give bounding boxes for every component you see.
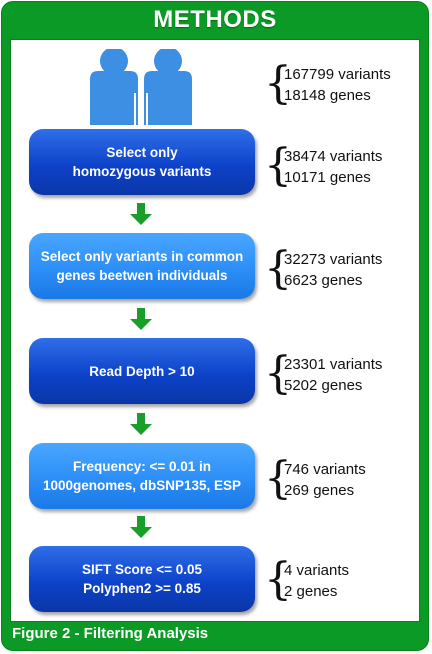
variant-count: 32273 variants [284,251,383,268]
step-label: Read Depth > 10 [89,363,195,379]
gene-count: 269 genes [284,482,355,499]
brace-icon: { [264,140,292,191]
down-arrow-icon [130,516,152,538]
figure-caption: Figure 2 - Filtering Analysis [12,625,209,642]
brace-icon: { [264,453,292,504]
step-sift-polyphen: SIFT Score <= 0.05 Polyphen2 >= 0.85 [29,546,255,612]
gene-count: 6623 genes [284,272,363,289]
gene-count: 2 genes [284,583,338,600]
gene-count: 5202 genes [284,377,363,394]
step-common-genes: Select only variants in common genes bee… [29,233,255,299]
brace-icon: { [264,348,292,399]
variant-count: 38474 variants [284,148,383,165]
diagram-panel [10,39,420,622]
step-stats: { 746 variants 269 genes [264,455,414,505]
step-stats: { 38474 variants 10171 genes [264,142,414,192]
step-read-depth: Read Depth > 10 [29,338,255,404]
gene-count: 10171 genes [284,169,371,186]
gene-count: 18148 genes [284,87,371,104]
variant-count: 746 variants [284,461,366,478]
down-arrow-icon [130,413,152,435]
step-homozygous: Select only homozygous variants [29,129,255,195]
variant-count: 167799 variants [284,66,391,83]
step-label: Select only homozygous variants [72,145,212,179]
variant-count: 23301 variants [284,356,383,373]
step-label: Select only variants in common genes bee… [40,249,244,283]
step-stats: { 32273 variants 6623 genes [264,245,414,295]
step-label: SIFT Score <= 0.05 Polyphen2 >= 0.85 [81,562,203,596]
brace-icon: { [264,58,292,109]
start-stats: { 167799 variants 18148 genes [264,60,414,110]
down-arrow-icon [130,203,152,225]
diagram-title: METHODS [153,6,277,33]
step-label: Frequency: <= 0.01 in 1000genomes, dbSNP… [42,459,242,493]
brace-icon: { [264,243,292,294]
step-stats: { 23301 variants 5202 genes [264,350,414,400]
two-people-icon [90,49,192,125]
step-frequency: Frequency: <= 0.01 in 1000genomes, dbSNP… [29,443,255,509]
brace-icon: { [264,554,292,605]
down-arrow-icon [130,308,152,330]
step-stats: { 4 variants 2 genes [264,556,414,606]
variant-count: 4 variants [284,562,350,579]
